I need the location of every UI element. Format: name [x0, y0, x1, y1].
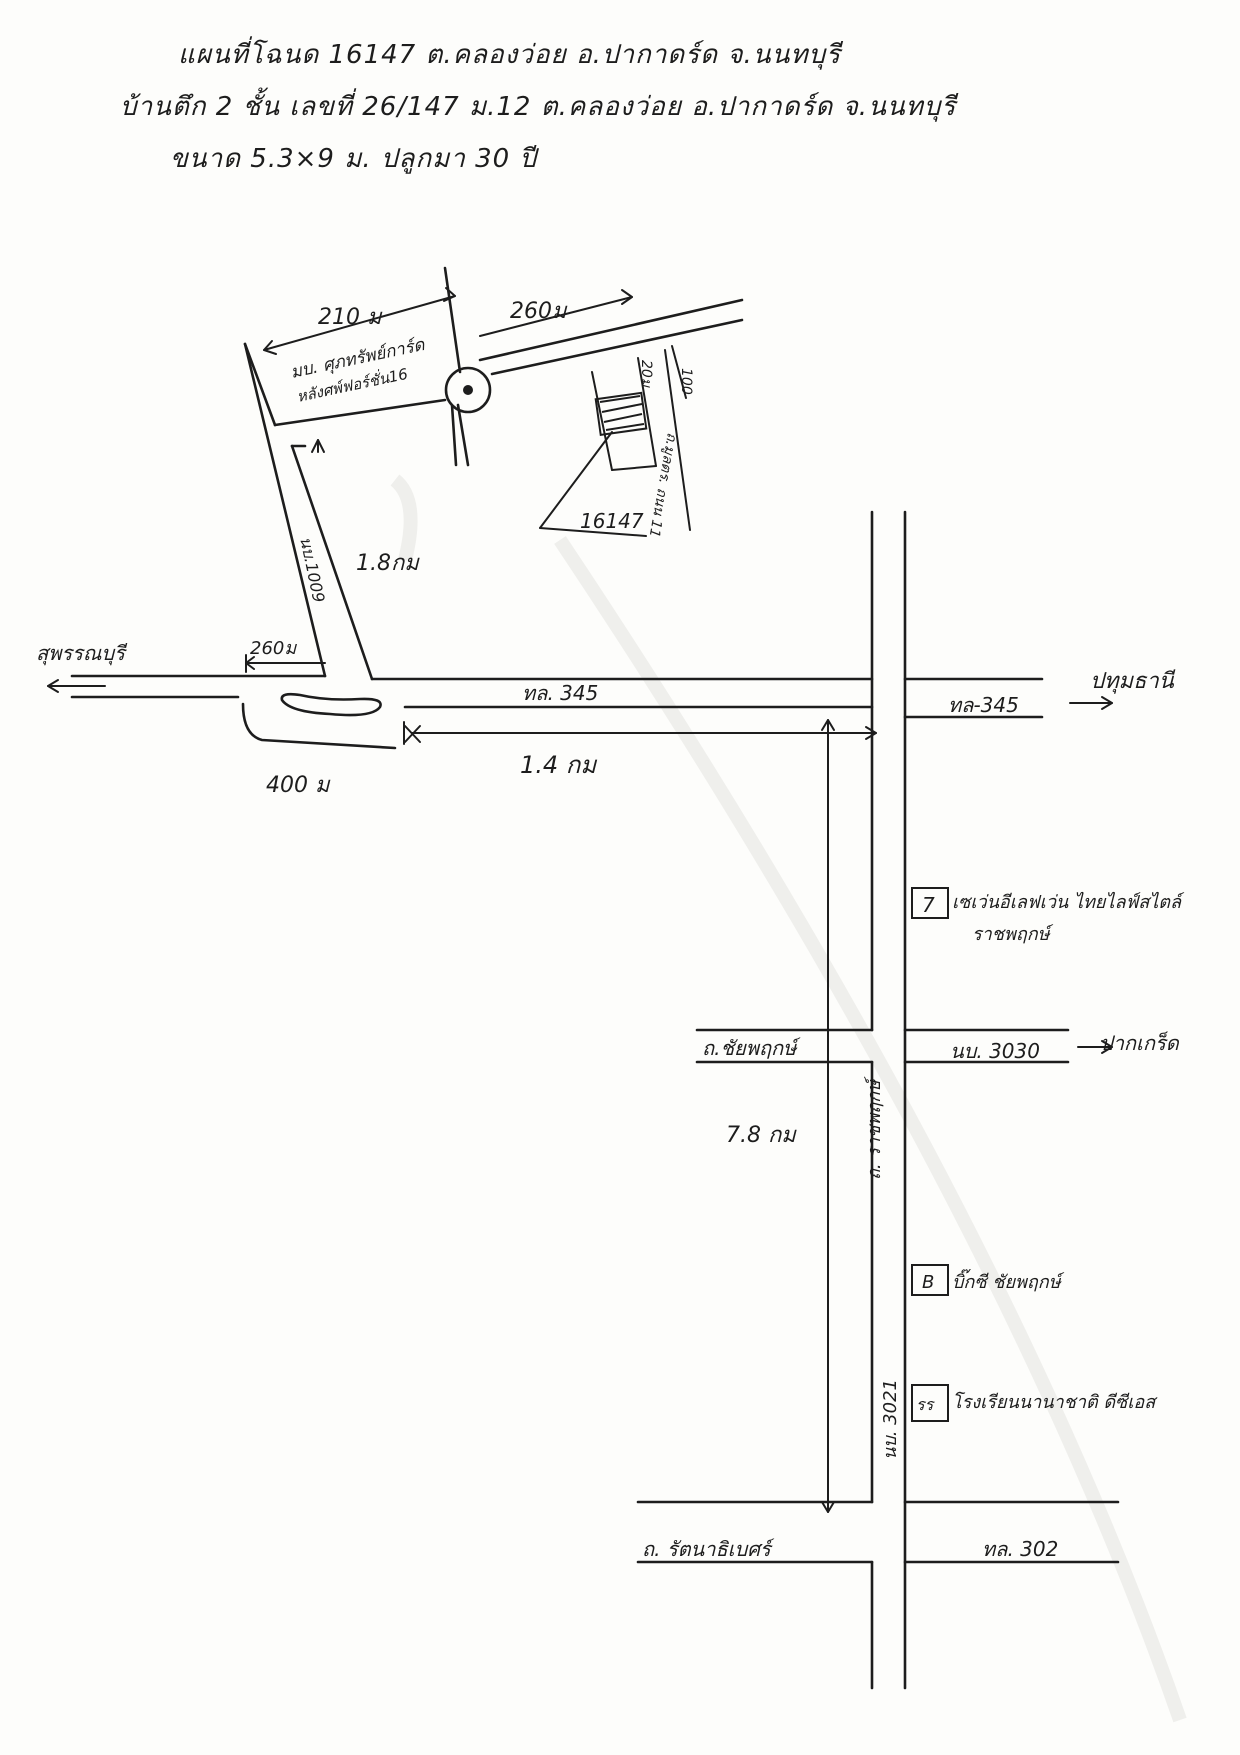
dist-7-8km-label: 7.8 กม	[726, 1123, 797, 1148]
road-3021-label: นบ. 3021	[880, 1379, 901, 1460]
header-size: ขนาด 5.3×9 ม. ปลูกมา 30 ปี	[170, 144, 537, 174]
deed-number-label: 16147	[580, 509, 644, 533]
road-345-label: ทล. 345	[522, 681, 598, 705]
dist-210-label: 210 ม	[318, 305, 383, 330]
header-title: แผนที่โฉนด 16147 ต.คลองว่อย อ.ปากาดร์ด จ…	[178, 40, 841, 70]
chaiyapruek-road-label: ถ.ชัยพฤกษ์	[702, 1036, 801, 1060]
dimension-arrows	[47, 287, 1113, 1513]
seven-eleven-box-label: 7	[922, 893, 935, 917]
roundabout	[444, 366, 492, 414]
bigc-box-label: B	[922, 1272, 934, 1293]
dist-1-8km-label: 1.8กม	[356, 551, 420, 576]
road-1009-label: นบ.1009	[296, 535, 328, 604]
rajpruek-road-label: ถ. ราชพฤกษ์	[864, 1076, 885, 1180]
side-road-label: ถ.มูลตร. ถนน 11	[646, 431, 680, 538]
paper-smudge	[390, 474, 418, 562]
rajpruek-road	[870, 510, 907, 1690]
dist-260-left-label: 260ม	[250, 638, 297, 659]
highway-345	[70, 674, 1044, 750]
dist-20-label: 20ม	[638, 360, 654, 388]
bigc-label: บิ๊กซี ชัยพฤกษ์	[952, 1268, 1065, 1293]
school-label: โรงเรียนนานาชาติ ดีซีเอส	[952, 1391, 1158, 1413]
dist-400-label: 400 ม	[266, 773, 331, 798]
header-address: บ้านตึก 2 ชั้น เลขที่ 26/147 ม.12 ต.คลอง…	[120, 92, 957, 122]
dist-260-top-label: 260ม	[510, 299, 568, 324]
road-3030-label: นบ. 3030	[950, 1039, 1040, 1063]
seven-eleven-label: เซเว่นอีเลฟเว่น ไทยไลฟ์สไตล์	[952, 891, 1185, 913]
bigc-box	[911, 1264, 949, 1296]
seven-eleven-box	[911, 887, 949, 919]
road-345-right-label: ทล-345	[948, 693, 1019, 717]
u-turn-island	[280, 692, 382, 717]
plot-16147	[539, 345, 691, 537]
road-302-label: ทล. 302	[982, 1537, 1058, 1561]
road-1009	[243, 266, 744, 681]
rattanathibet-road-label: ถ. รัตนาธิเบศร์	[642, 1537, 775, 1561]
seven-eleven-label-2: ราชพฤกษ์	[972, 924, 1054, 945]
suphan-label: สุพรรณบุรี	[36, 641, 128, 666]
school-box	[911, 1384, 949, 1422]
pathum-label: ปทุมธานี	[1090, 669, 1176, 694]
chaiyapruek-road	[695, 1028, 1070, 1064]
school-box-label: รร	[916, 1395, 936, 1414]
pakkret-label: ปากเกร็ด	[1100, 1031, 1180, 1055]
dist-1-4km-label: 1.4 กม	[520, 751, 597, 779]
dist-100-label: 100	[678, 368, 694, 395]
